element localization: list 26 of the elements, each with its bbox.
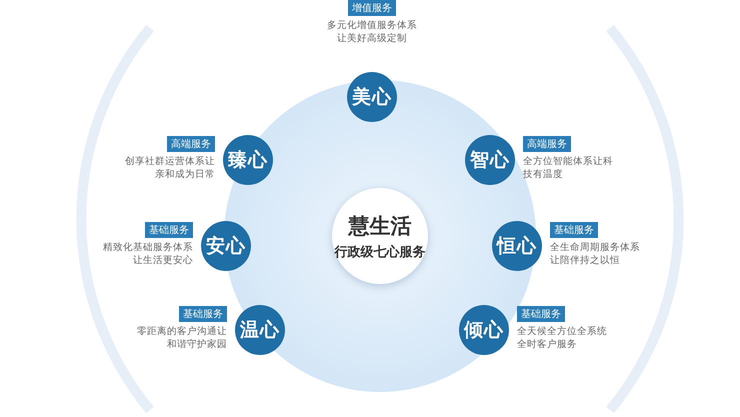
circle-label: 倾心 bbox=[464, 318, 504, 343]
title-text: 慧生活 bbox=[348, 212, 412, 240]
description-text: 多元化增值服务体系让美好高级定制 bbox=[326, 19, 418, 45]
tag-badge: 基础服务 bbox=[550, 222, 598, 238]
tag-badge: 基础服务 bbox=[179, 306, 227, 322]
tag-badge: 增值服务 bbox=[348, 0, 396, 16]
description-text: 全方位智能体系让科技有温度 bbox=[523, 155, 614, 181]
subtitle-text: 行政级七心服务 bbox=[334, 244, 426, 260]
description-text: 创享社群运营体系让亲和成为日常 bbox=[124, 155, 215, 181]
circle-label: 臻心 bbox=[228, 148, 268, 173]
circle-label: 美心 bbox=[352, 85, 392, 110]
tag-badge: 基础服务 bbox=[517, 306, 565, 322]
tag-badge: 高端服务 bbox=[167, 136, 215, 152]
circle-label: 恒心 bbox=[497, 234, 537, 259]
description-text: 精致化基础服务体系让生活更安心 bbox=[102, 241, 193, 267]
service-circle bbox=[201, 221, 251, 271]
circle-label: 温心 bbox=[240, 318, 280, 343]
tag-badge: 高端服务 bbox=[523, 136, 571, 152]
service-circle bbox=[223, 135, 273, 185]
circle-label: 安心 bbox=[206, 234, 246, 259]
service-circle bbox=[235, 305, 285, 355]
description-text: 全天候全方位全系统全时客户服务 bbox=[517, 325, 608, 351]
description-text: 全生命周期服务体系让陪伴持之以恒 bbox=[550, 241, 641, 267]
circle-label: 智心 bbox=[470, 148, 510, 173]
description-text: 零距离的客户沟通让和谐守护家园 bbox=[136, 325, 227, 351]
tag-badge: 基础服务 bbox=[145, 222, 193, 238]
